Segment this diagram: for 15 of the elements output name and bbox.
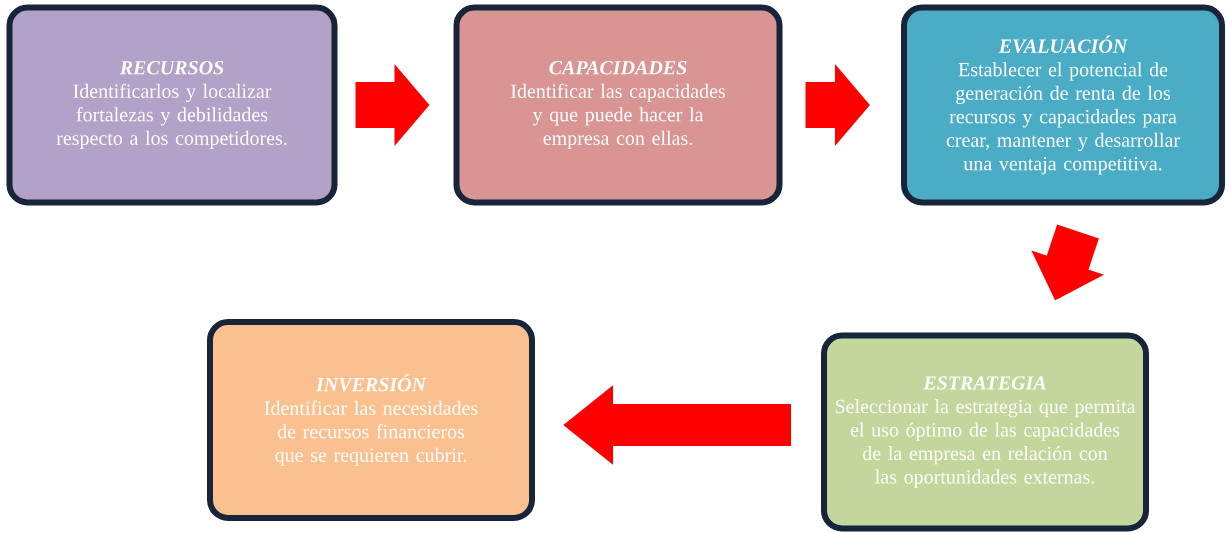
process-box	[901, 4, 1225, 206]
box-title: ESTRATEGIA	[923, 376, 1046, 390]
box-text: Identificar las necesidades de recursos financieros que se requieren cubrir.	[264, 400, 478, 466]
process-box	[453, 4, 783, 206]
process-box	[207, 319, 535, 521]
box-text: Seleccionar la estrategia que permita el uso óptimo de las capacidades de la empresa en relación con las oportunidades externas.	[835, 399, 1136, 488]
process-box	[6, 4, 338, 206]
box-title: INVERSIÓN	[315, 374, 427, 392]
box-text: Identificar las capacidades y que puede hacer la empresa con ellas.	[511, 83, 726, 149]
box-title: EVALUACIÓN	[998, 35, 1128, 53]
box-text: Identificarlos y localizar fortalezas y debilidades respecto a los competidores.	[56, 83, 287, 149]
box-title: CAPACIDADES	[549, 61, 687, 75]
box-title: RECURSOS	[119, 61, 224, 75]
process-box	[821, 332, 1149, 532]
box-text: Establecer el potencial de generación de renta de los recursos y capacidades para crear, mantener y desarrollar una ventaja competitiva.	[946, 62, 1180, 175]
